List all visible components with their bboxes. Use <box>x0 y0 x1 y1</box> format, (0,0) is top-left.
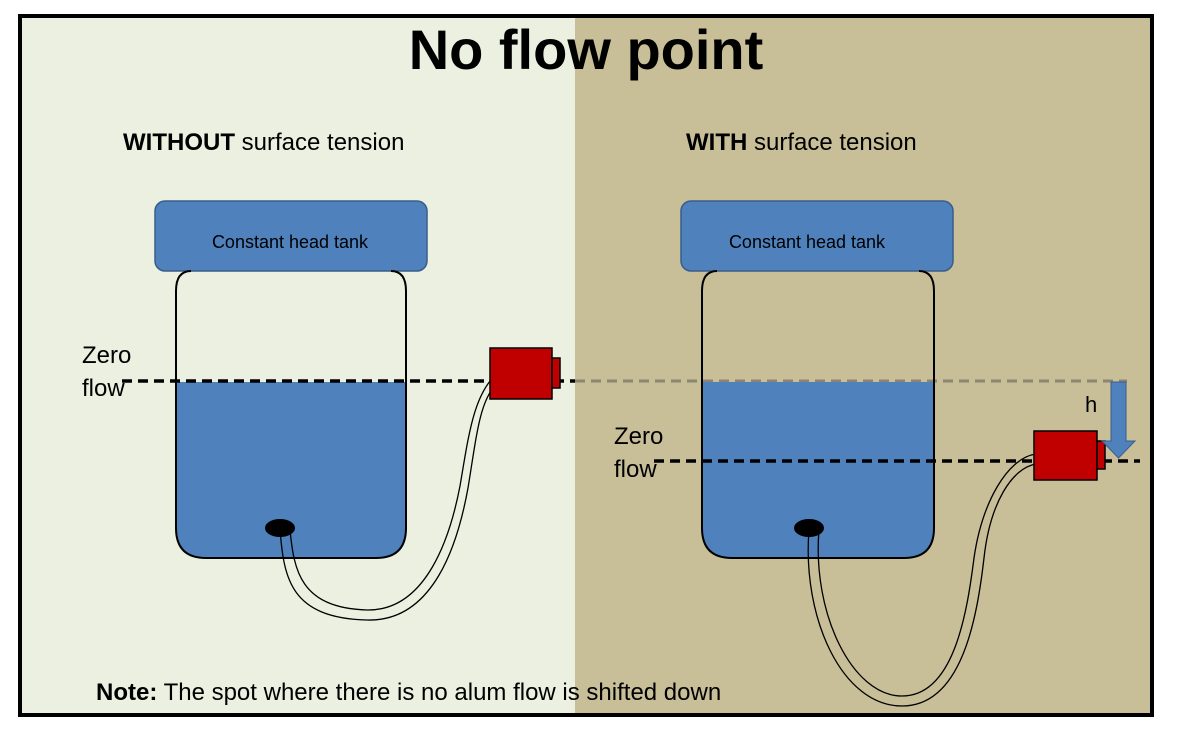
h-label: h <box>1085 392 1098 417</box>
right-container-water <box>702 382 934 558</box>
left-valve <box>489 347 553 400</box>
right-heading: WITH surface tension <box>686 128 917 158</box>
right-zero-label-line2: flow <box>614 456 657 483</box>
right-panel-background <box>575 18 1150 713</box>
left-heading-bold: WITHOUT <box>123 129 235 156</box>
left-outlet-hole <box>265 519 295 537</box>
right-tank-label: Constant head tank <box>729 232 886 252</box>
left-container-water <box>176 382 406 558</box>
right-valve <box>1033 430 1098 481</box>
left-zero-label-line1: Zero <box>82 342 132 369</box>
diagram-frame: Constant head tank Constant head tank <box>18 14 1154 717</box>
right-tube-inner <box>817 453 1037 697</box>
page-title: No flow point <box>408 18 764 81</box>
left-tube-outer <box>279 380 501 621</box>
note: Note: The spot where there is no alum fl… <box>96 678 721 708</box>
left-heading: WITHOUT surface tension <box>123 128 404 158</box>
left-container <box>175 270 407 559</box>
diagram-canvas: Constant head tank Constant head tank <box>122 200 1140 707</box>
right-valve-cap <box>1096 440 1106 470</box>
left-heading-rest: surface tension <box>234 129 405 156</box>
right-heading-bold: WITH <box>686 129 748 156</box>
left-valve-cap <box>551 357 561 389</box>
left-tank-label: Constant head tank <box>212 232 369 252</box>
note-text: The spot where there is no alum flow is … <box>157 679 722 706</box>
left-tube-inner <box>289 370 501 611</box>
left-zero-label-line2: flow <box>82 375 125 402</box>
right-outlet-hole <box>794 519 824 537</box>
right-constant-head-tank <box>680 200 954 272</box>
left-constant-head-tank <box>154 200 428 272</box>
note-bold: Note: <box>96 679 158 706</box>
right-heading-rest: surface tension <box>747 129 917 156</box>
right-tube-outer <box>807 463 1037 707</box>
left-panel-background <box>22 18 575 713</box>
h-arrow-icon <box>1100 381 1137 459</box>
right-zero-label-line1: Zero <box>614 423 664 450</box>
